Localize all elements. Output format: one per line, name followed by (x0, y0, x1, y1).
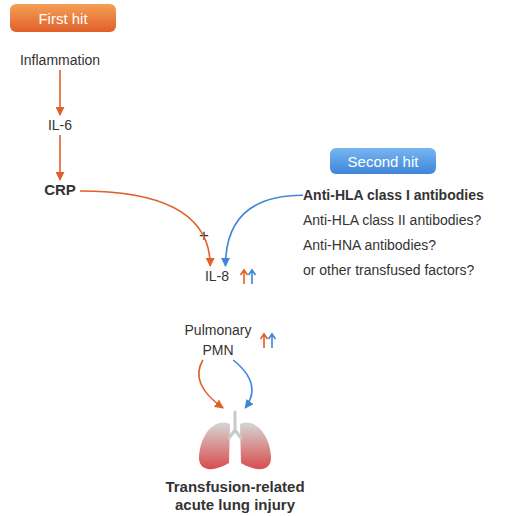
node-text: Anti-HNA antibodies? (303, 233, 517, 258)
process-text: CRP (40, 180, 80, 202)
node-text: IL-8 (200, 266, 234, 286)
node-text: IL-6 (40, 115, 80, 135)
node-text: or other transfused factors? (303, 258, 517, 283)
node-text: First hit (38, 10, 87, 27)
node-text: Transfusion-related acute lung injury (150, 478, 320, 514)
curved-arrow (199, 360, 223, 408)
node-text: Inflammation (10, 50, 110, 70)
node-text: Anti-HLA class II antibodies? (303, 208, 517, 233)
hit-box: Second hit (330, 148, 436, 174)
curved-arrow (59, 70, 61, 115)
process-text: IL-6 (40, 115, 80, 135)
node-text: CRP (40, 180, 80, 200)
factor-list: Anti-HLA class I antibodiesAnti-HLA clas… (303, 183, 517, 285)
process-text: Inflammation (10, 50, 110, 70)
node-text: Pulmonary PMN (180, 320, 256, 360)
curved-arrow (80, 191, 210, 266)
curved-arrow (233, 360, 252, 408)
lungs-illustration (199, 412, 271, 469)
outcome-box: Transfusion-related acute lung injury (150, 408, 320, 514)
plus-sign: + (199, 226, 209, 246)
curved-arrow (59, 135, 61, 180)
node-text: Anti-HLA class I antibodies (303, 183, 517, 208)
process-text: Pulmonary PMN (180, 320, 256, 360)
curved-arrow (226, 195, 304, 266)
hit-box: First hit (10, 4, 116, 32)
node-text: Second hit (348, 153, 419, 170)
process-text: IL-8 (200, 266, 234, 288)
